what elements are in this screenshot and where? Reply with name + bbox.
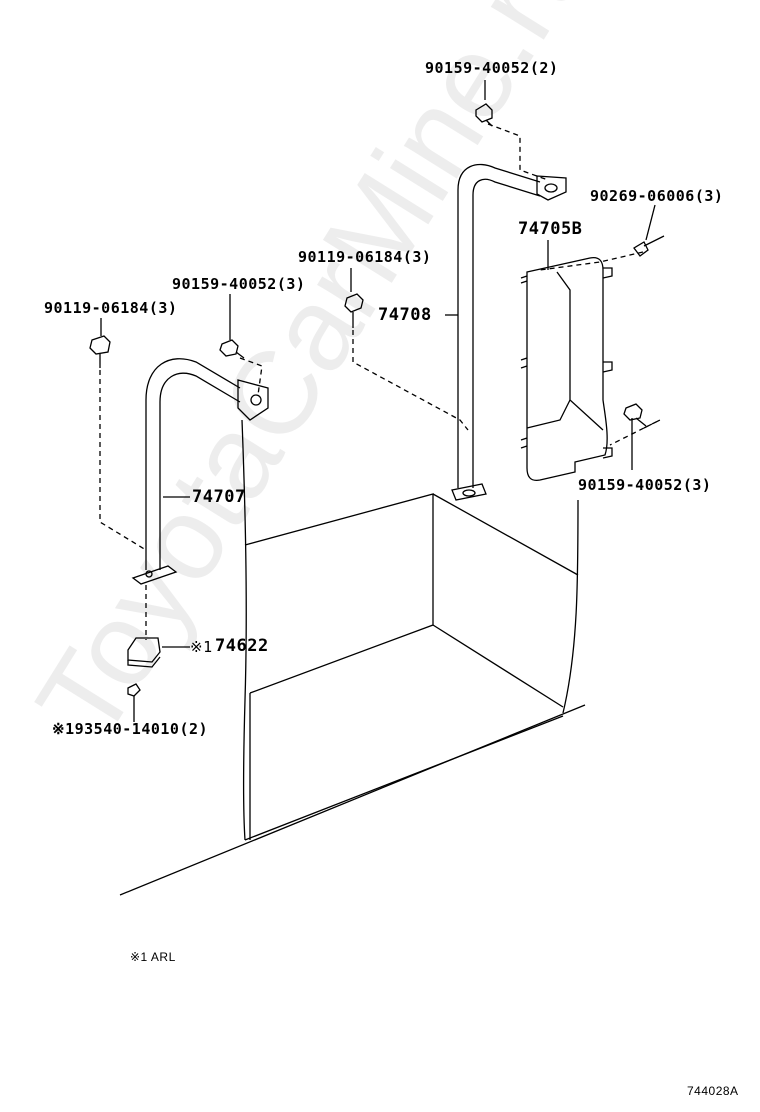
label-93540-14010: ※193540-14010(2) [52, 720, 209, 738]
leader-lines [100, 80, 656, 722]
cover-74705B [520, 256, 613, 482]
label-90269-06006: 90269-06006(3) [590, 187, 724, 205]
footnote-arl: ※1 ARL [130, 950, 176, 964]
label-74705B: 74705B [518, 219, 583, 239]
handle-74708 [451, 163, 567, 501]
plate-74622 [127, 637, 161, 668]
fasteners [89, 103, 665, 712]
figure-id: 744028A [687, 1084, 739, 1098]
label-74622-prefix: ※1 [190, 638, 213, 656]
dashed-assembly-lines [99, 123, 661, 640]
label-74622: 74622 [215, 636, 269, 656]
label-74708: 74708 [378, 305, 432, 325]
handle-74707 [131, 358, 269, 585]
label-74707: 74707 [192, 487, 246, 507]
vehicle-body-outline [119, 419, 586, 896]
label-90159-40052-left: 90159-40052(3) [172, 275, 306, 293]
label-90159-40052-right: 90159-40052(3) [578, 476, 712, 494]
label-90119-06184-left: 90119-06184(3) [44, 299, 178, 317]
label-90119-06184-mid: 90119-06184(3) [298, 248, 432, 266]
label-90159-40052-top: 90159-40052(2) [425, 59, 559, 77]
